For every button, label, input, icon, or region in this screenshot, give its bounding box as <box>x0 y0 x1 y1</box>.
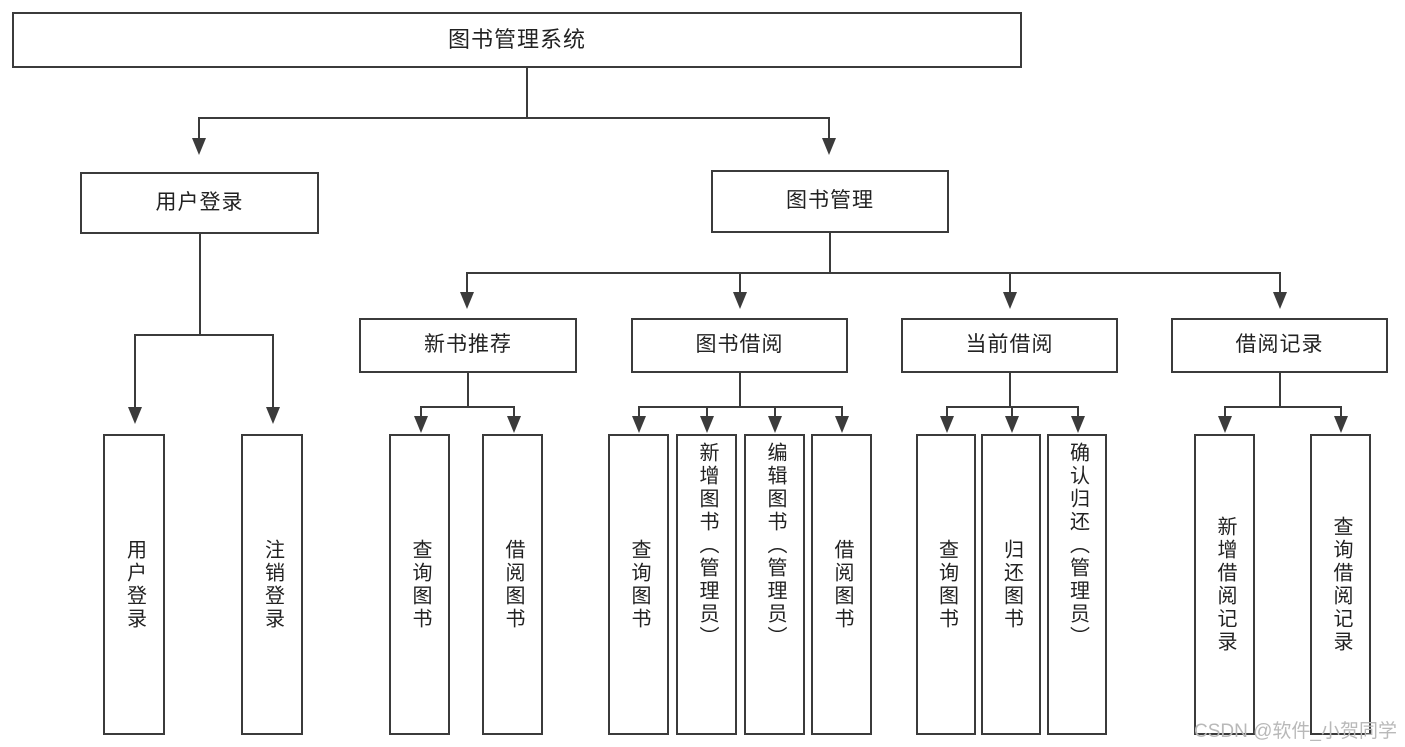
connector-cb-1 <box>946 406 948 418</box>
leaf-borrow-book[interactable]: 借阅图书 <box>811 434 872 735</box>
node-label: 图书管理系统 <box>447 27 586 53</box>
connector-book-borrow-bar <box>638 406 842 408</box>
node-label: 借阅图书 <box>502 538 524 631</box>
connector-new-book-bar <box>420 406 514 408</box>
leaf-user-login[interactable]: 用户登录 <box>103 434 165 735</box>
node-label: 图书管理 <box>786 189 874 213</box>
node-current-borrow[interactable]: 当前借阅 <box>901 318 1118 373</box>
watermark: CSDN @软件_小贺同学 <box>1194 721 1397 742</box>
connector-cb-2 <box>1011 406 1013 418</box>
node-user-login[interactable]: 用户登录 <box>80 172 319 234</box>
connector-bm-to-current-borrow <box>1009 272 1011 294</box>
connector-current-borrow-stem <box>1009 373 1011 407</box>
node-book-borrow[interactable]: 图书借阅 <box>631 318 848 373</box>
arrow-to-confirm-return <box>1071 416 1085 433</box>
connector-user-login-right <box>272 334 274 409</box>
arrow-to-query-book-3 <box>940 416 954 433</box>
connector-bb-3 <box>774 406 776 418</box>
connector-root-bar <box>198 117 830 119</box>
arrow-to-query-book-2 <box>632 416 646 433</box>
node-label: 用户登录 <box>155 190 244 214</box>
connector-new-book-right <box>513 406 515 418</box>
leaf-confirm-return-admin[interactable]: 确认归还（管理员） <box>1047 434 1107 735</box>
connector-bm-to-book-borrow <box>739 272 741 294</box>
node-label: 借阅记录 <box>1235 333 1324 357</box>
node-label: 用户登录 <box>123 538 146 631</box>
connector-cb-3 <box>1077 406 1079 418</box>
node-label: 编辑图书（管理员） <box>764 442 786 649</box>
leaf-add-borrow-record[interactable]: 新增借阅记录 <box>1194 434 1255 735</box>
arrow-to-add-book <box>700 416 714 433</box>
connector-book-borrow-stem <box>739 373 741 407</box>
leaf-borrow-book-recommend[interactable]: 借阅图书 <box>482 434 543 735</box>
connector-borrow-record-bar <box>1224 406 1341 408</box>
connector-book-management-bar <box>466 272 1280 274</box>
connector-bb-2 <box>706 406 708 418</box>
arrow-to-borrow-book-1 <box>507 416 521 433</box>
leaf-logout[interactable]: 注销登录 <box>241 434 303 735</box>
node-label: 查询图书 <box>935 538 958 631</box>
node-label: 确认归还（管理员） <box>1066 442 1089 649</box>
node-label: 查询图书 <box>628 538 650 631</box>
arrow-to-query-borrow-record <box>1334 416 1348 433</box>
connector-root-to-book-management <box>828 117 830 140</box>
connector-borrow-record-stem <box>1279 373 1281 407</box>
arrow-to-book-management <box>822 138 836 155</box>
arrow-to-book-borrow <box>733 292 747 309</box>
arrow-to-borrow-record <box>1273 292 1287 309</box>
connector-book-management-stem <box>829 233 831 273</box>
arrow-to-add-borrow-record <box>1218 416 1232 433</box>
connector-new-book-left <box>420 406 422 418</box>
connector-bb-1 <box>638 406 640 418</box>
arrow-to-query-book-1 <box>414 416 428 433</box>
arrow-to-user-login <box>192 138 206 155</box>
node-label: 新书推荐 <box>424 333 512 357</box>
node-book-management[interactable]: 图书管理 <box>711 170 949 233</box>
arrow-to-return-book <box>1005 416 1019 433</box>
arrow-to-edit-book <box>768 416 782 433</box>
connector-user-login-bar <box>134 334 273 336</box>
leaf-return-book[interactable]: 归还图书 <box>981 434 1041 735</box>
leaf-query-book-recommend[interactable]: 查询图书 <box>389 434 450 735</box>
connector-br-2 <box>1340 406 1342 418</box>
node-label: 当前借阅 <box>965 333 1054 357</box>
leaf-query-borrow-record[interactable]: 查询借阅记录 <box>1310 434 1371 735</box>
connector-root-stem <box>526 68 528 118</box>
node-label: 注销登录 <box>261 538 284 631</box>
connector-root-to-user-login <box>198 117 200 140</box>
node-root-book-management-system[interactable]: 图书管理系统 <box>12 12 1022 68</box>
node-label: 查询图书 <box>409 538 431 631</box>
arrow-to-borrow-book-2 <box>835 416 849 433</box>
leaf-add-book-admin[interactable]: 新增图书（管理员） <box>676 434 737 735</box>
node-label: 新增借阅记录 <box>1214 515 1236 654</box>
arrow-to-leaf-user-login <box>128 407 142 424</box>
leaf-edit-book-admin[interactable]: 编辑图书（管理员） <box>744 434 805 735</box>
arrow-to-current-borrow <box>1003 292 1017 309</box>
arrow-to-leaf-logout <box>266 407 280 424</box>
arrow-to-new-book-recommend <box>460 292 474 309</box>
node-label: 归还图书 <box>1000 538 1023 631</box>
connector-bm-to-new-book <box>466 272 468 294</box>
node-borrow-record[interactable]: 借阅记录 <box>1171 318 1388 373</box>
leaf-query-book-current[interactable]: 查询图书 <box>916 434 976 735</box>
connector-user-login-stem <box>199 234 201 335</box>
connector-user-login-left <box>134 334 136 409</box>
connector-bm-to-borrow-record <box>1279 272 1281 294</box>
node-new-book-recommend[interactable]: 新书推荐 <box>359 318 577 373</box>
node-label: 图书借阅 <box>695 333 784 357</box>
node-label: 查询借阅记录 <box>1330 515 1352 654</box>
node-label: 借阅图书 <box>831 538 853 631</box>
node-label: 新增图书（管理员） <box>696 442 718 649</box>
connector-new-book-stem <box>467 373 469 407</box>
connector-bb-4 <box>841 406 843 418</box>
connector-br-1 <box>1224 406 1226 418</box>
leaf-query-book-borrow[interactable]: 查询图书 <box>608 434 669 735</box>
